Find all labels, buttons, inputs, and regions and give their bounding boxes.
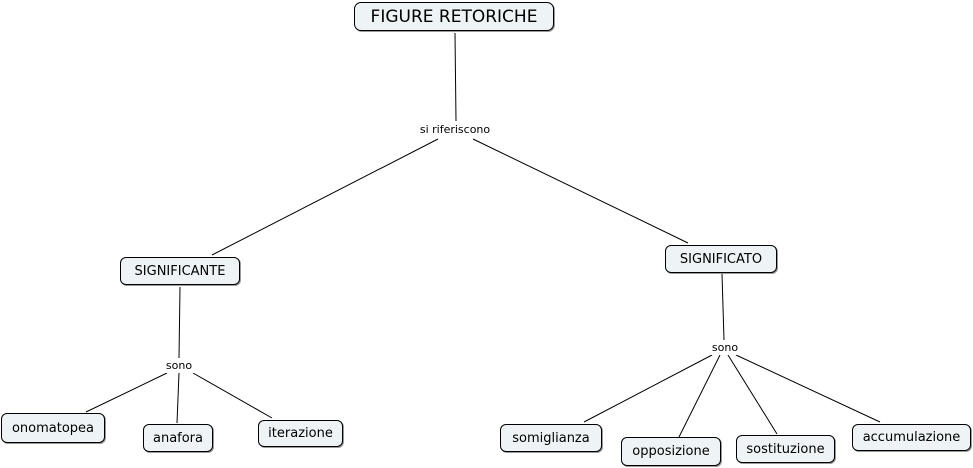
link-sono-to-somiglianza: [583, 354, 713, 423]
concept-iterazione[interactable]: iterazione: [258, 420, 343, 447]
concept-sostituzione[interactable]: sostituzione: [736, 435, 835, 463]
link-label-sono-right: sono: [706, 341, 744, 355]
concept-onomatopea[interactable]: onomatopea: [1, 413, 105, 443]
concept-opposizione[interactable]: opposizione: [621, 437, 721, 466]
link-label-to-significante: [211, 138, 439, 256]
link-sono-to-onomatopea: [85, 372, 168, 413]
concept-anafora[interactable]: anafora: [143, 424, 213, 452]
link-significante-to-sono: [178, 286, 181, 359]
concept-accumulazione[interactable]: accumulazione: [852, 424, 971, 451]
concept-somiglianza[interactable]: somiglianza: [500, 424, 602, 452]
link-label-si-riferiscono: si riferiscono: [410, 123, 500, 137]
link-sono-to-iterazione: [192, 372, 273, 419]
link-label-sono-left: sono: [160, 359, 198, 373]
link-sono-to-anafora: [176, 372, 180, 424]
link-sono-to-accumulazione: [735, 354, 881, 423]
link-label-to-significato: [472, 138, 689, 244]
root-concept[interactable]: FIGURE RETORICHE: [354, 2, 554, 31]
link-significato-to-sono: [721, 273, 725, 341]
concept-significato[interactable]: SIGNIFICATO: [665, 245, 777, 273]
link-sono-to-opposizione: [678, 354, 721, 438]
link-sono-to-sostituzione: [727, 354, 778, 435]
concept-significante[interactable]: SIGNIFICANTE: [120, 257, 240, 285]
link-root-to-label: [454, 32, 457, 122]
